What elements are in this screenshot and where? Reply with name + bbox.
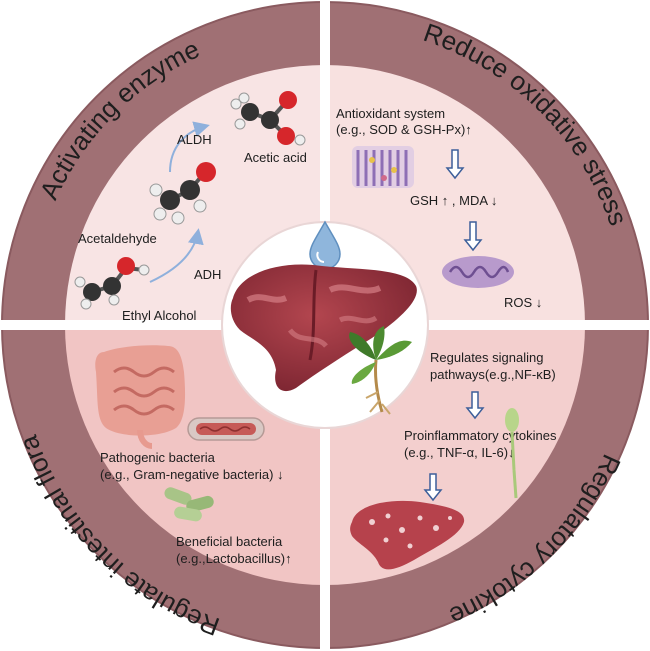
label-aldh: ALDH bbox=[177, 132, 212, 147]
label-signaling-pathways: pathways(e.g.,NF-κB) bbox=[430, 367, 556, 382]
acetaldehyde-molecule-icon bbox=[149, 162, 216, 225]
label-pathogenic-bacteria: Pathogenic bacteria bbox=[100, 450, 216, 465]
liver-icon bbox=[230, 264, 417, 392]
label-beneficial-bacteria: Beneficial bacteria bbox=[176, 534, 283, 549]
drop-highlight bbox=[316, 251, 325, 263]
arrow-down-icon bbox=[423, 473, 443, 502]
label-acetaldehyde: Acetaldehyde bbox=[78, 231, 157, 246]
label-regulates-signaling: Regulates signaling bbox=[430, 350, 543, 365]
label-adh: ADH bbox=[194, 267, 221, 282]
label-antioxidant-examples: (e.g., SOD & GSH-Px)↑ bbox=[336, 122, 472, 137]
beneficial-bacteria-icon bbox=[164, 487, 214, 522]
arrow-down-icon bbox=[445, 149, 465, 180]
diseased-liver-icon bbox=[350, 500, 465, 570]
label-cytokine-examples: (e.g., TNF-α, IL-6)↓ bbox=[404, 445, 515, 460]
label-pathogenic-examples: (e.g., Gram-negative bacteria) ↓ bbox=[100, 467, 284, 482]
arrow-down-icon bbox=[463, 221, 483, 252]
arrow-acetaldehyde-to-acetic-acid bbox=[169, 121, 210, 173]
label-proinflammatory-cytokines: Proinflammatory cytokines bbox=[404, 428, 557, 443]
intestine-icon bbox=[95, 345, 186, 449]
label-acetic-acid: Acetic acid bbox=[244, 150, 307, 165]
label-ethyl-alcohol: Ethyl Alcohol bbox=[122, 308, 197, 323]
label-gsh-mda: GSH ↑ , MDA ↓ bbox=[410, 193, 497, 208]
ethanol-molecule-icon bbox=[74, 257, 150, 310]
label-antioxidant-system: Antioxidant system bbox=[336, 106, 445, 121]
plant-icon bbox=[349, 326, 412, 415]
acetic-acid-molecule-icon bbox=[230, 91, 306, 146]
arrow-down-icon bbox=[465, 391, 485, 420]
label-ros: ROS ↓ bbox=[504, 295, 542, 310]
label-beneficial-examples: (e.g.,Lactobacillus)↑ bbox=[176, 551, 292, 566]
cytokine-antibody-icon bbox=[505, 408, 519, 499]
membrane-protein-icon bbox=[352, 146, 414, 188]
arrow-ethanol-to-acetaldehyde bbox=[149, 228, 204, 283]
pathogenic-bacterium-icon bbox=[187, 417, 265, 441]
mitochondrion-icon bbox=[442, 256, 514, 288]
